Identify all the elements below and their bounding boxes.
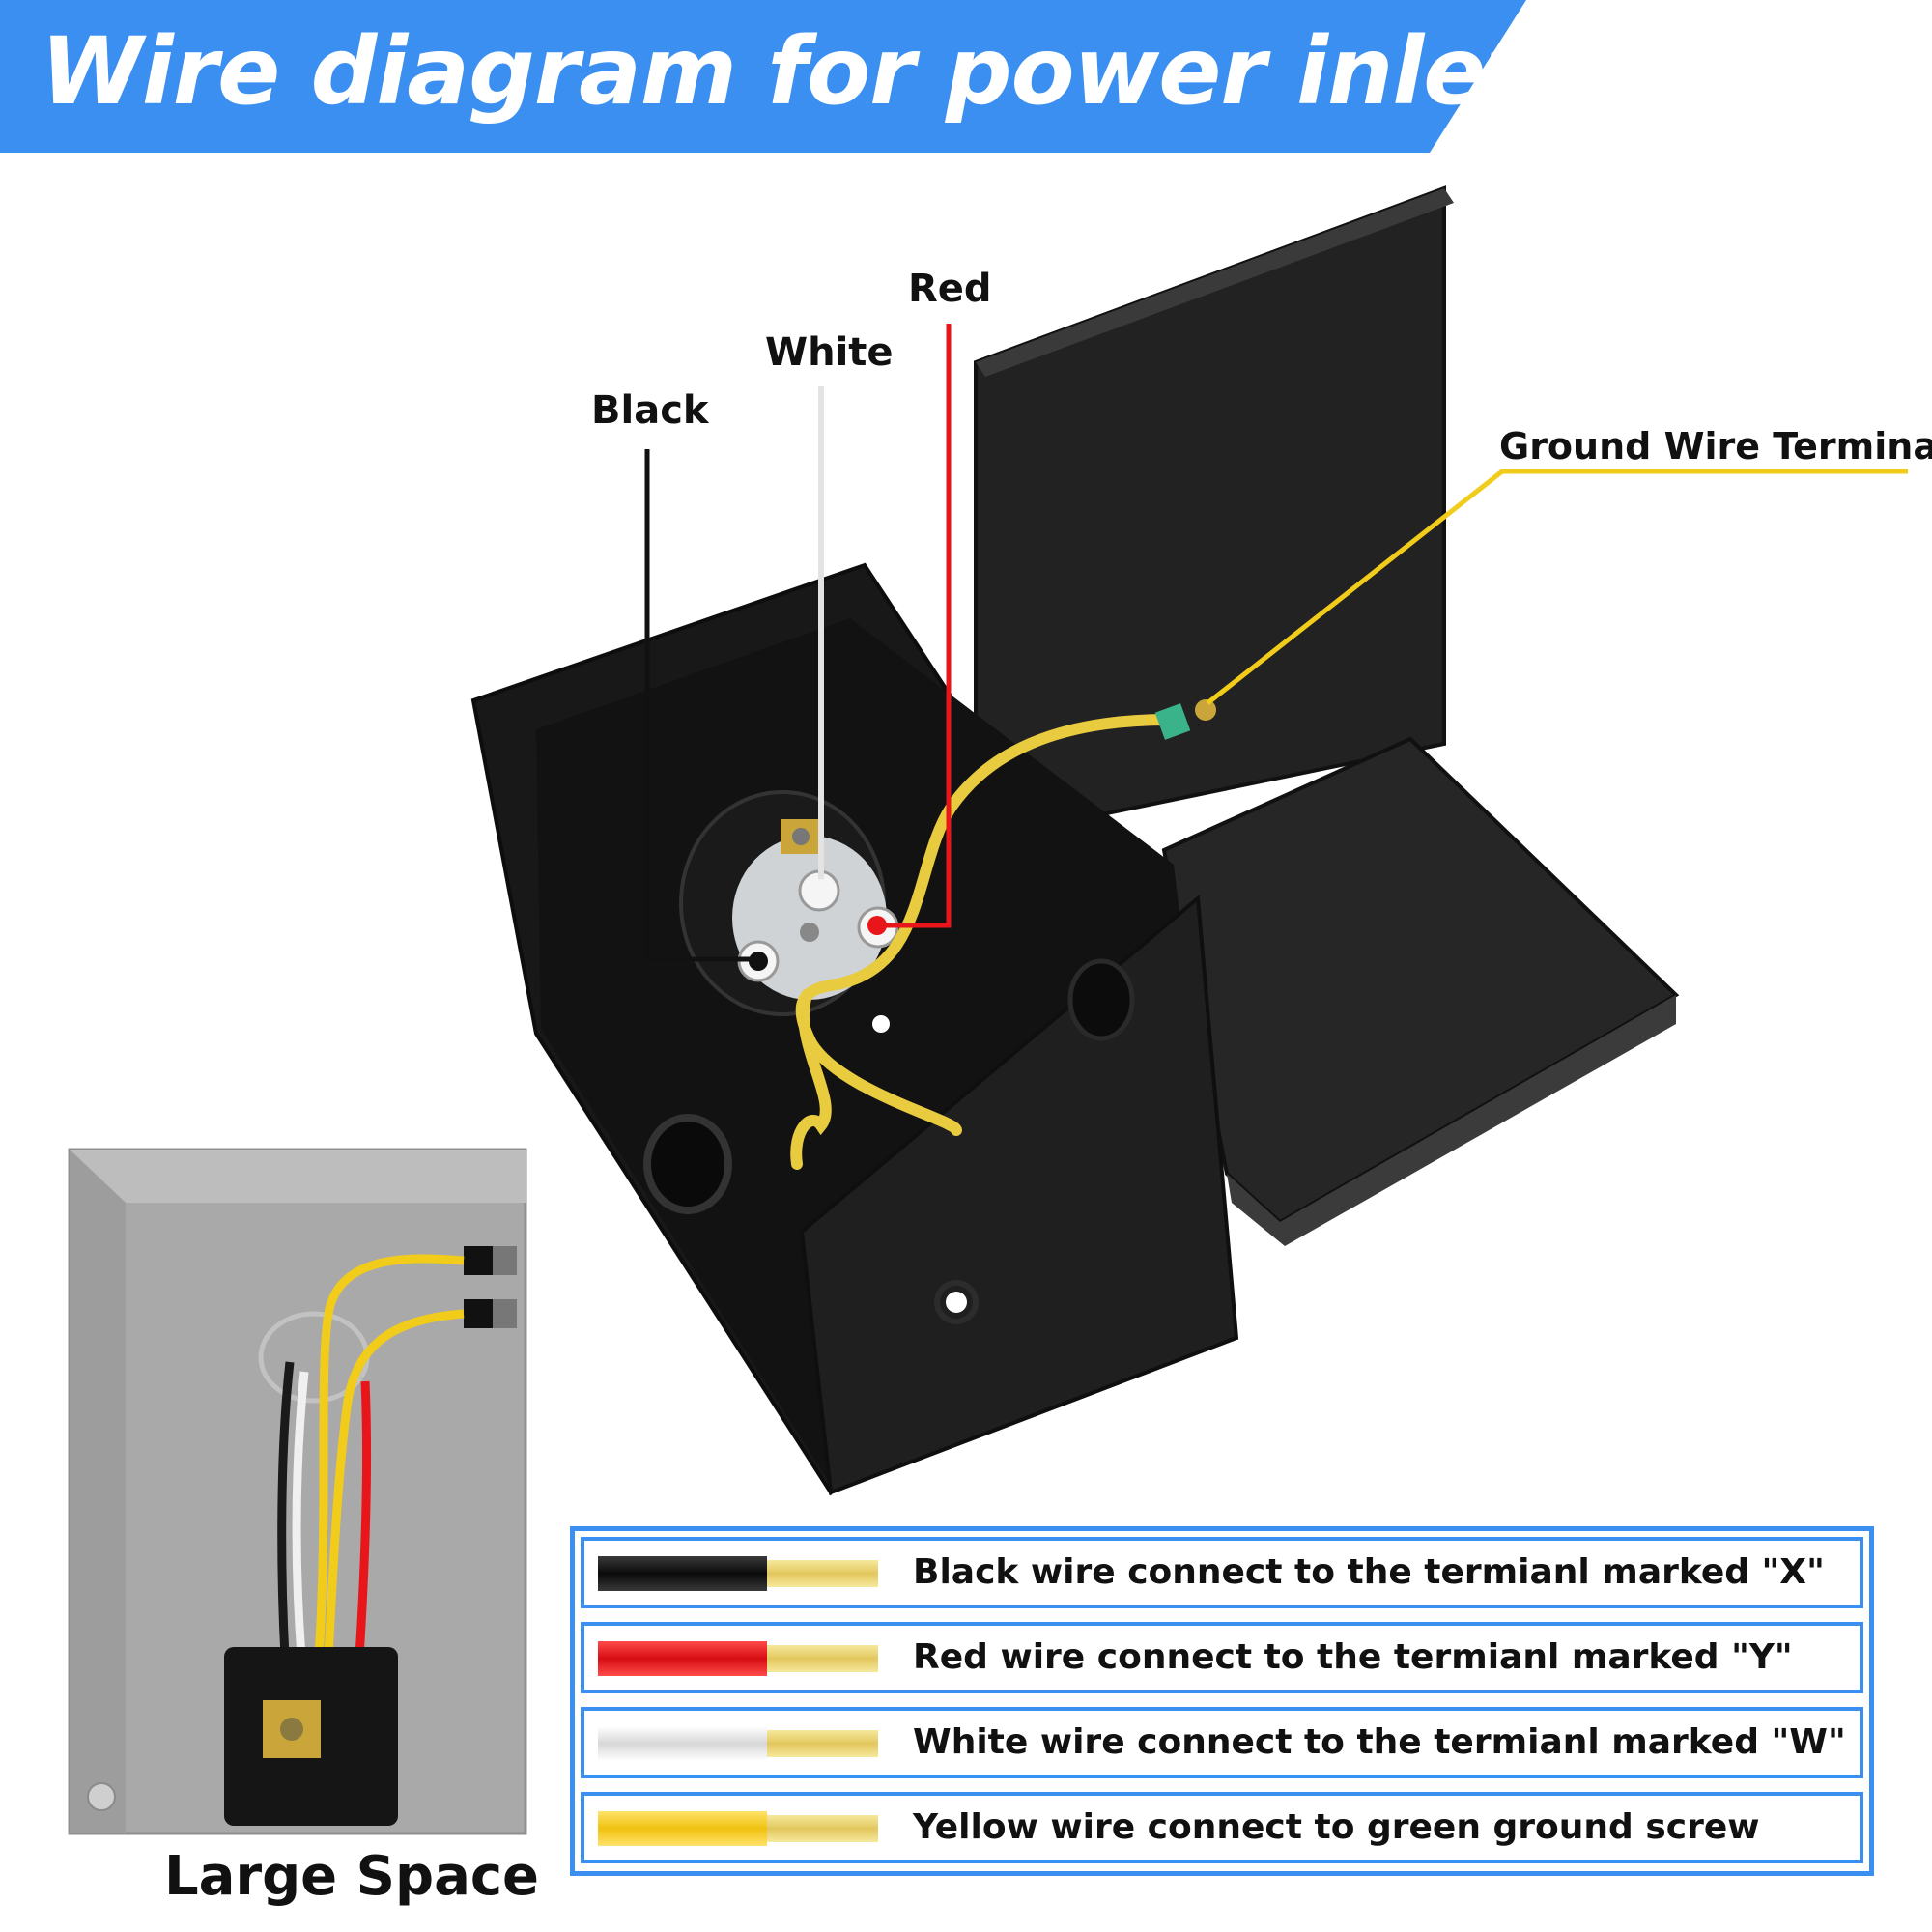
red-leader-line [881, 324, 952, 928]
white-wire-swatch [598, 1726, 878, 1761]
ground-wire [795, 714, 1175, 1136]
yellow-wire-color [598, 1811, 767, 1846]
label-black: Black [591, 388, 709, 433]
black-wire-swatch [598, 1556, 878, 1591]
legend-text-white: White wire connect to the termianl marke… [913, 1722, 1846, 1762]
black-leader-line [644, 449, 753, 962]
inset-panel [68, 1148, 527, 1835]
legend-text-black: Black wire connect to the termianl marke… [913, 1552, 1825, 1592]
banner-background [0, 0, 1526, 153]
wire-tip [767, 1815, 878, 1842]
label-ground-wire-terminal: Ground Wire Terminal [1499, 425, 1932, 468]
page-title: Wire diagram for power inlet box [41, 17, 1747, 126]
side-knockout [643, 1114, 732, 1214]
wire-tip [767, 1560, 878, 1587]
red-wire-swatch [598, 1641, 878, 1676]
black-wire-color [598, 1556, 767, 1591]
wire-legend: Black wire connect to the termianl marke… [570, 1526, 1874, 1876]
white-wire-color [598, 1726, 767, 1761]
label-red: Red [908, 267, 992, 311]
legend-text-red: Red wire connect to the termianl marked … [913, 1637, 1793, 1677]
legend-row-black: Black wire connect to the termianl marke… [581, 1537, 1863, 1608]
yellow-wire-swatch [598, 1811, 878, 1846]
legend-text-yellow: Yellow wire connect to green ground scre… [913, 1807, 1760, 1847]
ground-leader-line [1206, 469, 1908, 705]
legend-row-yellow: Yellow wire connect to green ground scre… [581, 1792, 1863, 1863]
wire-tip [767, 1645, 878, 1672]
inset-caption: Large Space [164, 1845, 540, 1908]
label-white: White [765, 330, 894, 375]
wire-tip [767, 1730, 878, 1757]
legend-row-white: White wire connect to the termianl marke… [581, 1707, 1863, 1778]
title-banner: Wire diagram for power inlet box [0, 0, 1747, 153]
legend-row-red: Red wire connect to the termianl marked … [581, 1622, 1863, 1693]
red-wire-color [598, 1641, 767, 1676]
